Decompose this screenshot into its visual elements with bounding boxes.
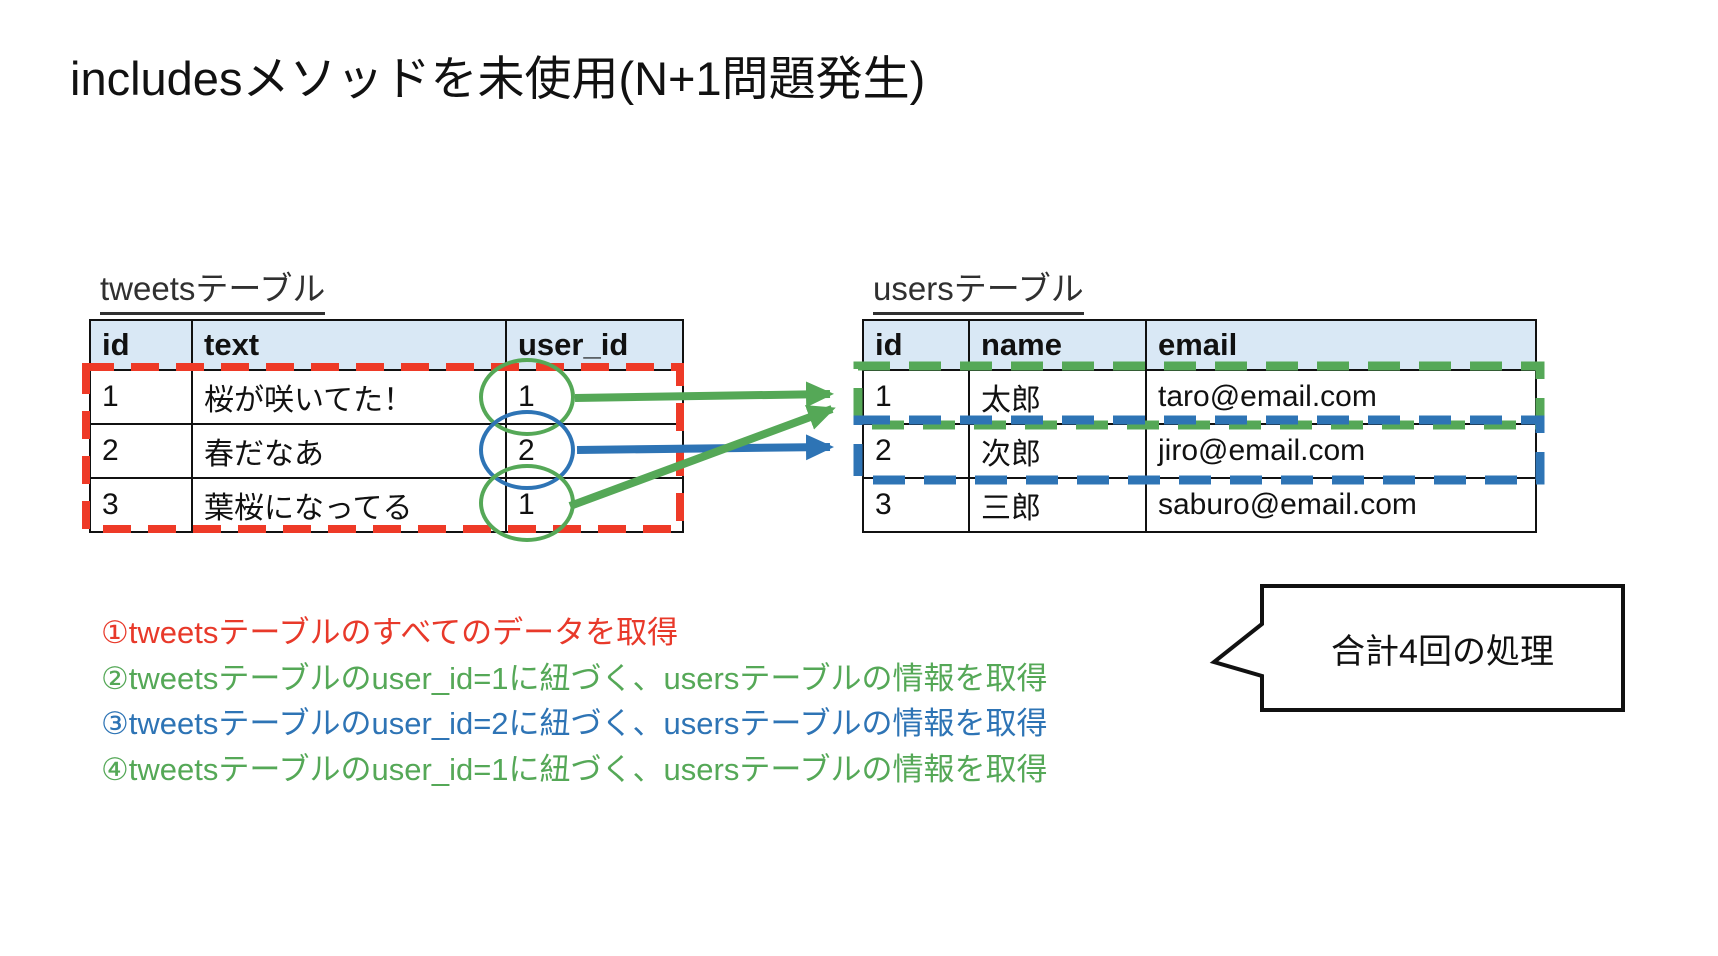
- tweets-cell-user-id: 1: [505, 369, 684, 425]
- users-cell-email: jiro@email.com: [1145, 423, 1537, 479]
- users-cell-email: saburo@email.com: [1145, 477, 1537, 533]
- tweets-cell-text: 桜が咲いてた！: [191, 369, 507, 425]
- tweets-header-id: id: [89, 319, 193, 371]
- users-cell-id: 2: [862, 423, 970, 479]
- step-1: ①tweetsテーブルのすべてのデータを取得: [101, 615, 679, 650]
- tweets-row-2: 2 春だなあ 2: [89, 423, 684, 479]
- tweets-table-label: tweetsテーブル: [100, 262, 326, 315]
- users-row-2: 2 次郎 jiro@email.com: [862, 423, 1537, 479]
- tweets-cell-user-id: 2: [505, 423, 684, 479]
- users-cell-email: taro@email.com: [1145, 369, 1537, 425]
- step-3: ③tweetsテーブルのuser_id=2に紐づく、usersテーブルの情報を取…: [101, 706, 1048, 741]
- tweets-header-text: text: [191, 319, 507, 371]
- tweets-header-user-id: user_id: [505, 319, 684, 371]
- users-row-3: 3 三郎 saburo@email.com: [862, 477, 1537, 533]
- users-cell-name: 次郎: [968, 423, 1147, 479]
- users-header-id: id: [862, 319, 970, 371]
- users-header-row: id name email: [862, 319, 1537, 371]
- tweets-cell-id: 1: [89, 369, 193, 425]
- users-cell-name: 太郎: [968, 369, 1147, 425]
- tweets-cell-text: 葉桜になってる: [191, 477, 507, 533]
- users-header-email: email: [1145, 319, 1537, 371]
- tweets-header-row: id text user_id: [89, 319, 684, 371]
- step-4: ④tweetsテーブルのuser_id=1に紐づく、usersテーブルの情報を取…: [101, 751, 1048, 787]
- users-cell-id: 3: [862, 477, 970, 533]
- users-cell-id: 1: [862, 369, 970, 425]
- tweets-row-3: 3 葉桜になってる 1: [89, 477, 684, 533]
- tweets-cell-id: 3: [89, 477, 193, 533]
- tweets-cell-id: 2: [89, 423, 193, 479]
- users-header-name: name: [968, 319, 1147, 371]
- users-cell-name: 三郎: [968, 477, 1147, 533]
- page-title: includesメソッドを未使用(N+1問題発生): [70, 52, 926, 105]
- tweets-row-1: 1 桜が咲いてた！ 1: [89, 369, 684, 425]
- steps-list: ①tweetsテーブルのすべてのデータを取得 ②tweetsテーブルのuser_…: [101, 610, 1048, 792]
- tweets-table: id text user_id 1 桜が咲いてた！ 1 2 春だなあ 2 3 葉…: [89, 319, 684, 533]
- callout-text: 合計4回の処理: [1331, 632, 1554, 671]
- users-table-label: usersテーブル: [873, 262, 1084, 315]
- users-table: id name email 1 太郎 taro@email.com 2 次郎 j…: [862, 319, 1537, 533]
- tweets-cell-user-id: 1: [505, 477, 684, 533]
- users-row-1: 1 太郎 taro@email.com: [862, 369, 1537, 425]
- tweets-cell-text: 春だなあ: [191, 423, 507, 479]
- step-2: ②tweetsテーブルのuser_id=1に紐づく、usersテーブルの情報を取…: [101, 660, 1048, 696]
